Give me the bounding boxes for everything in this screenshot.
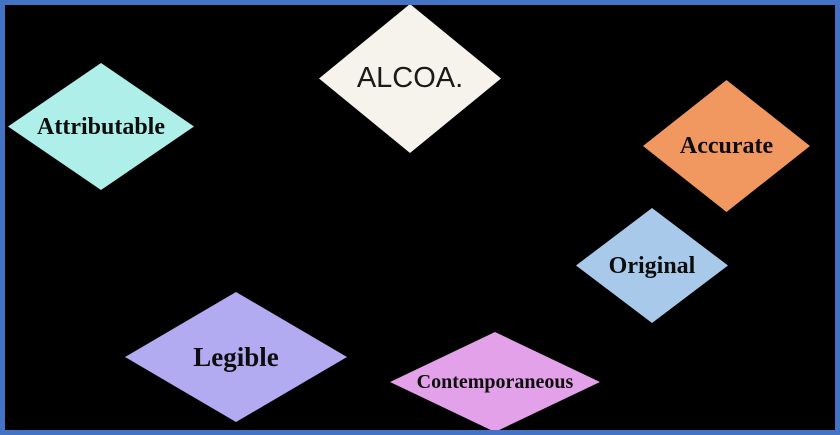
diamond-contemporaneous: Contemporaneous xyxy=(390,332,600,430)
diamond-contemporaneous-label: Contemporaneous xyxy=(416,371,574,393)
diamond-original: Original xyxy=(576,208,728,323)
diamond-accurate: Accurate xyxy=(643,80,810,212)
diamond-attributable-label: Attributable xyxy=(37,113,165,140)
diamond-alcoa: ALCOA. xyxy=(319,5,501,153)
diamond-legible: Legible xyxy=(125,292,347,422)
diamond-accurate-label: Accurate xyxy=(679,133,774,159)
diamond-legible-label: Legible xyxy=(193,341,279,372)
diamond-original-label: Original xyxy=(608,252,696,279)
diamond-alcoa-label: ALCOA. xyxy=(356,62,464,94)
diamond-attributable: Attributable xyxy=(8,63,194,190)
